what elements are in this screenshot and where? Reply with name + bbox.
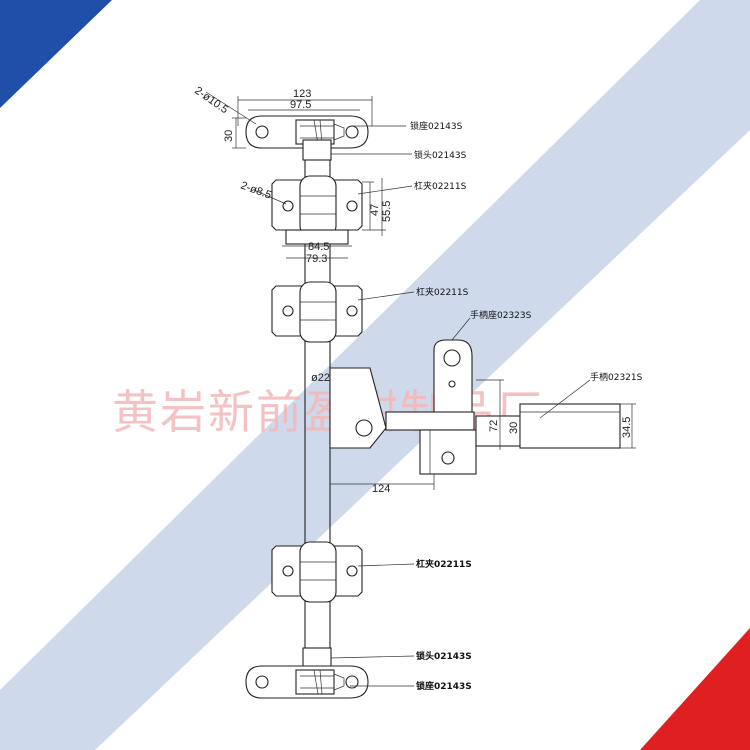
handle-seat [329,339,477,475]
label-lock-seat-top: 锁座02143S [410,120,463,132]
label-lock-head-top: 锁头02143S [414,149,467,161]
lock-seat-bottom [245,665,369,699]
dim-handle-h2: 30 [508,422,520,434]
dim-clamp-holes: 2-ø8.5 [239,180,273,202]
bar-clamp-1 [271,175,363,245]
lock-head-top [302,139,332,161]
dim-handle-h1: 72 [488,420,500,432]
dim-clamp-h2: 55.5 [381,201,393,222]
label-lock-head-bottom: 锁头02143S [416,650,472,662]
dim-handle-offset: 124 [372,483,390,495]
dim-seat-holes: 2-ø10.5 [192,85,230,117]
dim-bar-diameter: ø22 [311,372,330,384]
label-lock-seat-bottom: 锁座02143S [416,680,472,692]
label-clamp-2: 杠夹02211S [416,286,469,298]
label-clamp-1: 杠夹02211S [414,180,467,192]
label-handle: 手柄02321S [590,371,643,383]
dim-handle-end: 34.5 [621,417,633,438]
leader-lines [330,125,591,687]
dim-clamp-w2: 79.3 [306,253,327,265]
bar-clamp-2 [271,281,363,343]
corner-red-triangle [640,628,750,750]
dim-seat-height: 30 [223,130,235,142]
label-clamp-3: 杠夹02211S [416,558,472,570]
dim-seat-width-outer: 123 [293,88,311,100]
label-handle-seat: 手柄座02323S [470,309,532,321]
dim-clamp-w1: 84.5 [308,241,329,253]
dimension-lines [205,91,636,490]
dim-clamp-h1: 47 [369,204,381,216]
corner-blue-triangle [0,0,112,108]
bar-clamp-3 [271,541,363,603]
dim-seat-width-inner: 97.5 [290,99,311,111]
